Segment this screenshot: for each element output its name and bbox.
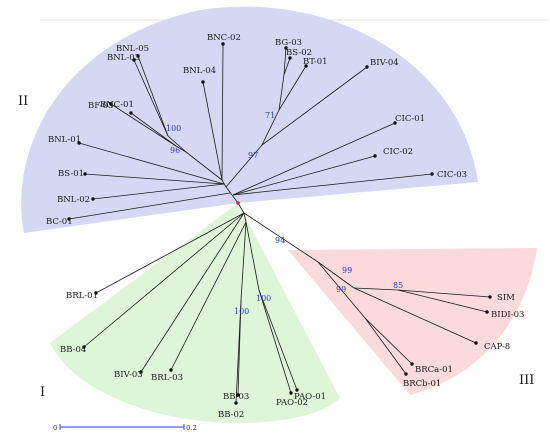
leaf-label: BIV-03 [114, 370, 143, 380]
group-label-I: I [40, 385, 45, 400]
bootstrap-value: 85 [393, 281, 403, 290]
leaf-label: BT-01 [303, 57, 328, 67]
leaf-label: BB-03 [223, 392, 249, 402]
clade-I-shading [50, 203, 340, 424]
bootstrap-value: 97 [248, 151, 258, 160]
bootstrap-value: 100 [234, 307, 249, 316]
scale-bar: 0 0.2 [53, 424, 197, 432]
scale-end-label: 0.2 [186, 424, 197, 432]
leaf-label: PAO-02 [276, 398, 308, 408]
bootstrap-value: 100 [166, 124, 181, 133]
leaf-label: BF-03 [88, 101, 113, 111]
bootstrap-value: 99 [336, 285, 346, 294]
bootstrap-value: 94 [275, 236, 285, 245]
bootstrap-value: 100 [256, 294, 271, 303]
leaf-label: BRCa-01 [415, 365, 453, 375]
leaf-label: BNC-02 [207, 33, 241, 43]
clade-III-shading [288, 248, 537, 395]
leaf-label: BB-02 [218, 410, 244, 420]
leaf-label: CIC-03 [437, 170, 467, 180]
leaf-label: CIC-02 [383, 147, 413, 157]
leaf-label: CAP-8 [484, 342, 510, 352]
leaf-label: BB-04 [60, 345, 86, 355]
tip-markers [67, 42, 492, 405]
bootstrap-value: 99 [342, 266, 352, 275]
leaf-label: BG-03 [275, 38, 302, 48]
leaf-label: BNL-03 [107, 53, 140, 63]
scale-start-label: 0 [53, 424, 57, 432]
leaf-label: BNC-01 [100, 100, 134, 110]
leaf-label: PAO-01 [294, 392, 326, 402]
leaf-label: CIC-01 [395, 114, 425, 124]
leaf-label: BNL-02 [57, 195, 90, 205]
leaf-label: BRL-01 [66, 291, 98, 301]
leaf-label: BRCb-01 [403, 379, 441, 389]
tree-branches [68, 43, 491, 404]
leaf-labels: BNC-02 BG-03 BS-02 BT-01 BIV-04 BNL-05 B… [46, 33, 524, 420]
bootstrap-values: 71 100 96 97 94 99 85 99 100 100 [166, 111, 403, 316]
group-label-III: III [519, 373, 534, 388]
leaf-label: BC-01 [46, 217, 73, 227]
leaf-label: BIV-04 [370, 58, 399, 68]
bootstrap-value: 96 [170, 146, 180, 155]
group-label-II: II [18, 94, 28, 109]
leaf-label: BS-02 [286, 48, 312, 58]
leaf-label: BNL-01 [48, 135, 81, 145]
leaf-label: BS-01 [58, 169, 84, 179]
leaf-label: BIDI-03 [491, 310, 524, 320]
leaf-label: BNL-05 [116, 44, 149, 54]
leaf-label: SIM [497, 293, 515, 303]
bootstrap-value: 71 [265, 111, 275, 120]
leaf-label: BRL-03 [151, 373, 183, 383]
leaf-label: BNL-04 [183, 66, 216, 76]
